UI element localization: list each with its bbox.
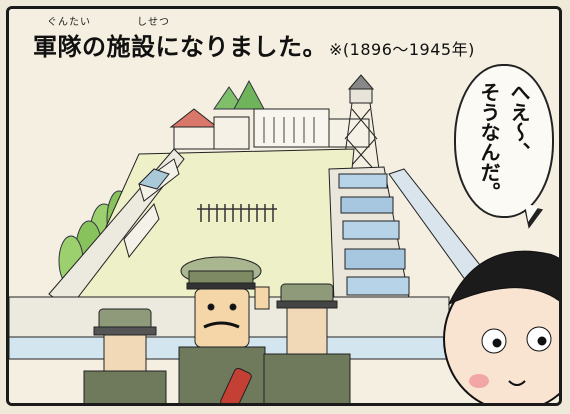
furigana-guntai: ぐんたい [47, 17, 91, 28]
soldier-right [263, 283, 351, 403]
back-buildings [169, 108, 370, 150]
illustration [9, 9, 559, 403]
manga-panel: ぐんたい しせつ 軍隊の施設になりました。※(1896〜1945年) へえ〜、 … [6, 6, 562, 406]
speech-bubble-text: へえ〜、 そうなんだ。 [477, 82, 531, 202]
left-buildings [123, 158, 180, 259]
caption-line: ぐんたい しせつ 軍隊の施設になりました。※(1896〜1945年) [33, 17, 475, 62]
soldier-left [83, 308, 167, 403]
furigana-shisetsu: しせつ [137, 17, 170, 28]
child-character [443, 250, 559, 403]
caption: ぐんたい しせつ 軍隊の施設になりました。※(1896〜1945年) [33, 17, 475, 62]
caption-text: 軍隊の施設になりました。 [33, 33, 327, 61]
barracks-right [328, 166, 410, 302]
speech-bubble: へえ〜、 そうなんだ。 [454, 64, 554, 218]
marching-soldiers [197, 204, 277, 222]
caption-note: ※(1896〜1945年) [329, 40, 475, 59]
watchtower [340, 74, 382, 185]
